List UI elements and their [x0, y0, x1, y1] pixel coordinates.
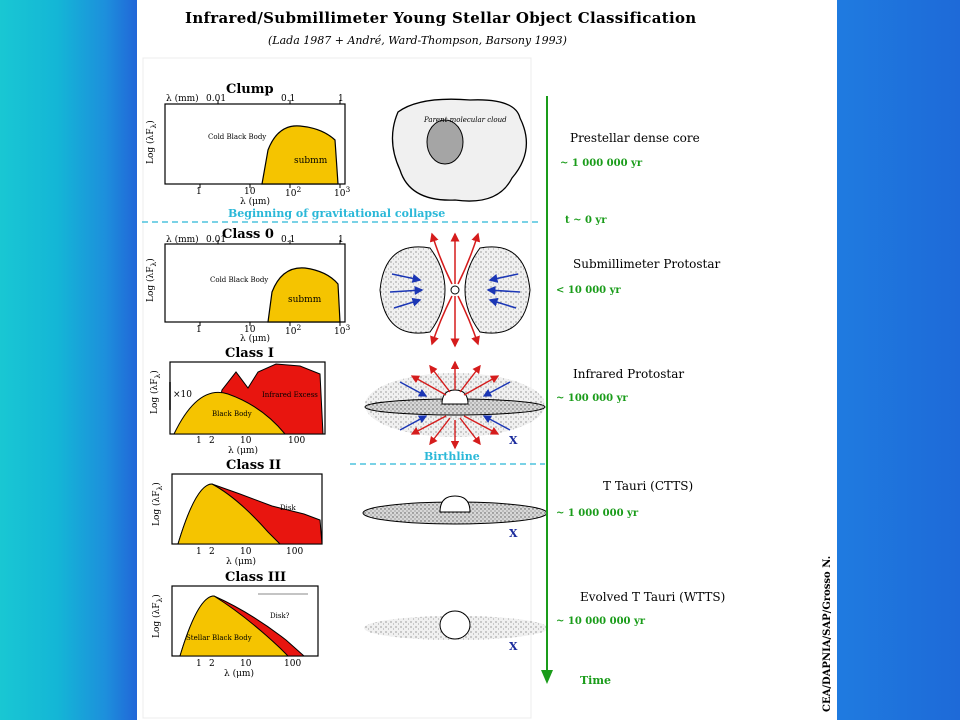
um-tick: 1: [196, 659, 202, 669]
um-tick: 1: [196, 436, 202, 446]
timeline-label: Time: [580, 674, 612, 687]
submm-label: submm: [294, 156, 328, 166]
um-tick: 1: [196, 187, 202, 197]
ylabel: Log (λFλ): [152, 594, 164, 638]
sed-black-body: [179, 595, 290, 657]
um-tick: 100: [288, 436, 306, 446]
um-tick: 102: [285, 323, 302, 337]
panel-title-class2: Class II: [226, 458, 282, 473]
xlabel-um: λ (μm): [240, 334, 270, 344]
stage-wtts: Evolved T Tauri (WTTS): [580, 590, 726, 604]
sketch-parent-cloud: [391, 98, 527, 202]
um-tick: 103: [334, 323, 351, 337]
um-tick: 10: [244, 325, 256, 335]
sed-curve-submm: [261, 125, 339, 185]
sed-plot-clump: [164, 100, 346, 188]
mm-tick: 0.1: [281, 94, 296, 104]
factor-label: ×10: [173, 390, 192, 400]
age-prestellar: ~ 1 000 000 yr: [560, 158, 643, 169]
sed-plot-class1: [169, 361, 326, 435]
black-body-label: Black Body: [212, 410, 252, 418]
sed-curve-submm: [267, 267, 341, 323]
stellar-black-body-label: Stellar Black Body: [186, 634, 252, 642]
sketch-submm-protostar: [379, 232, 531, 348]
cold-black-body-label: Cold Black Body: [210, 276, 269, 284]
panel-title-class3: Class III: [225, 570, 287, 585]
sed-black-body: [173, 392, 287, 435]
xlabel-um: λ (μm): [224, 669, 254, 679]
ylabel: Log (λFλ): [152, 482, 164, 526]
xlabel-um: λ (μm): [240, 197, 270, 207]
um-tick: 2: [209, 659, 215, 669]
xlabel-um: λ (μm): [226, 557, 256, 567]
t0-label: t ~ 0 yr: [565, 215, 607, 226]
sketch-ir-protostar: [364, 360, 546, 450]
panel-title-class1: Class I: [225, 346, 274, 361]
birthline-label: Birthline: [424, 450, 480, 463]
stage-prestellar: Prestellar dense core: [570, 131, 700, 145]
um-tick: 1: [196, 547, 202, 557]
ylabel: Log (λFλ): [150, 370, 162, 414]
um-tick: 10: [240, 547, 252, 557]
mm-tick: 1: [338, 235, 344, 245]
age-ir-protostar: ~ 100 000 yr: [556, 393, 628, 404]
um-tick: 100: [286, 547, 304, 557]
um-tick: 103: [334, 185, 351, 199]
sed-plot-class3: [171, 585, 319, 657]
panel-title-clump: Clump: [226, 82, 274, 97]
submm-label: submm: [288, 295, 322, 305]
sed-plot-class2: [171, 473, 323, 545]
page-subtitle: (Lada 1987 + André, Ward-Thompson, Barso…: [268, 34, 567, 47]
stage-submm-protostar: Submillimeter Protostar: [573, 257, 721, 271]
um-tick: 102: [285, 185, 302, 199]
disk-label: Disk: [280, 504, 296, 512]
age-ctts: ~ 1 000 000 yr: [556, 508, 639, 519]
class3-x-marker: X: [509, 640, 518, 653]
cold-black-body-label: Cold Black Body: [208, 133, 267, 141]
sketch-ttauri-ctts: [362, 495, 548, 525]
class2-x-marker: X: [509, 527, 518, 540]
um-tick: 2: [209, 436, 215, 446]
collapse-label: Beginning of gravitational collapse: [228, 207, 446, 220]
xlabel-mm: λ (mm): [166, 235, 199, 245]
sed-black-body: [177, 483, 282, 545]
age-submm-protostar: < 10 000 yr: [556, 285, 621, 296]
xlabel-um: λ (μm): [228, 446, 258, 456]
stage-ctts: T Tauri (CTTS): [603, 479, 694, 493]
um-tick: 10: [244, 187, 256, 197]
infrared-excess-label: Infrared Excess: [262, 391, 318, 399]
mm-tick: 0.01: [206, 235, 227, 245]
panel-title-class0: Class 0: [222, 227, 274, 242]
credit-label: CEA/DAPNIA/SAP/Grosso N.: [822, 556, 833, 712]
um-tick: 100: [284, 659, 302, 669]
sketch-ttauri-wtts: [364, 610, 548, 640]
mm-tick: 0.1: [281, 235, 296, 245]
xlabel-mm: λ (mm): [166, 94, 199, 104]
ylabel: Log (λFλ): [146, 258, 158, 302]
mm-tick: 1: [338, 94, 344, 104]
parent-cloud-label: Parent molecular cloud: [424, 116, 507, 124]
sed-plot-class0: [164, 240, 346, 326]
timeline-arrowhead: [541, 670, 553, 684]
class1-x-marker: X: [509, 434, 518, 447]
stage-ir-protostar: Infrared Protostar: [573, 367, 685, 381]
mm-tick: 0.01: [206, 94, 227, 104]
age-wtts: ~ 10 000 000 yr: [556, 616, 646, 627]
um-tick: 2: [209, 547, 215, 557]
um-tick: 10: [240, 436, 252, 446]
disk-question-label: Disk?: [270, 612, 290, 620]
um-tick: 10: [240, 659, 252, 669]
page-title: Infrared/Submillimeter Young Stellar Obj…: [185, 9, 697, 27]
um-tick: 1: [196, 325, 202, 335]
ylabel: Log (λFλ): [146, 120, 158, 164]
